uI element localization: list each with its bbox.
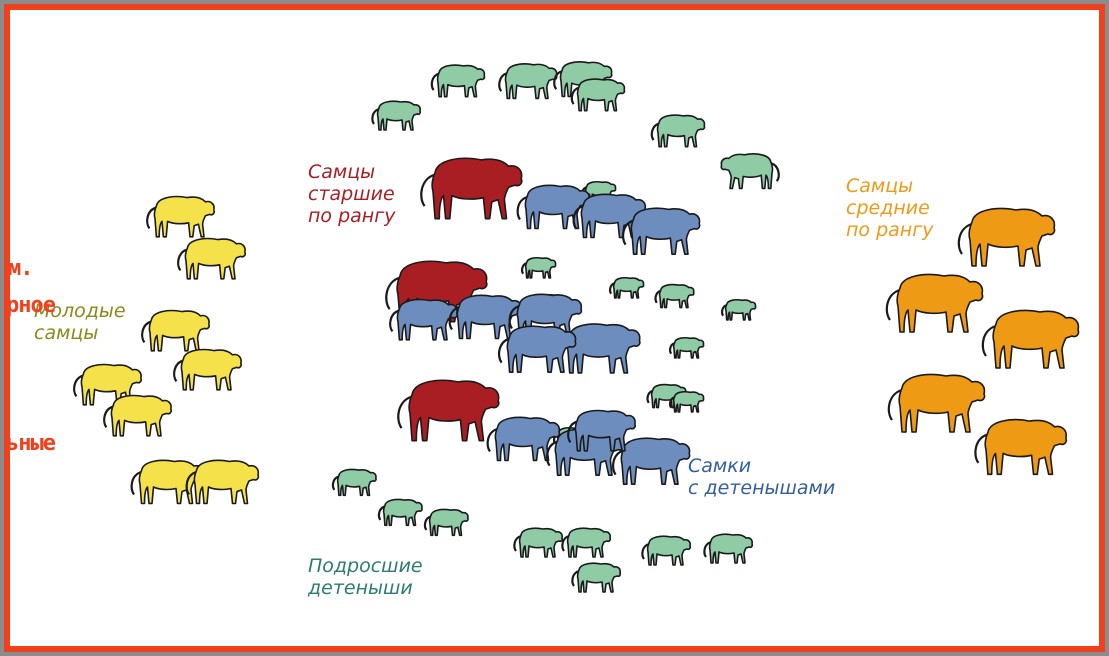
juveniles-baboon-icon: [423, 508, 469, 537]
young-males-baboon-icon: [177, 237, 246, 280]
females-baboon-icon: [567, 409, 636, 452]
juveniles-baboon-icon: [720, 153, 780, 190]
females-baboon-icon: [621, 207, 701, 256]
females-baboon-icon: [497, 325, 577, 374]
middle-males-baboon-icon: [957, 207, 1056, 267]
juveniles-baboon-icon: [520, 256, 557, 279]
females-baboon-icon: [516, 184, 591, 230]
juveniles-baboon-icon: [720, 298, 757, 321]
juveniles-baboon-icon: [654, 283, 695, 309]
juveniles-baboon-icon: [703, 533, 754, 564]
juveniles-baboon-icon: [570, 78, 626, 112]
dominant-males-baboon-icon: [420, 157, 523, 220]
juveniles-baboon-icon: [513, 527, 564, 558]
middle-males-baboon-icon: [887, 373, 986, 433]
label-dominant-males: Самцы старшие по рангу: [308, 161, 396, 227]
juveniles-baboon-icon: [377, 498, 423, 527]
overlay-text-line2: рное: [6, 293, 56, 318]
juveniles-baboon-icon: [430, 64, 486, 98]
middle-males-baboon-icon: [885, 273, 984, 333]
middle-males-baboon-icon: [974, 418, 1068, 476]
young-males-baboon-icon: [73, 363, 142, 406]
juveniles-baboon-icon: [371, 100, 422, 131]
juveniles-baboon-icon: [498, 63, 558, 100]
juveniles-baboon-icon: [641, 535, 692, 566]
juveniles-baboon-icon: [331, 468, 377, 497]
females-baboon-icon: [611, 437, 691, 486]
juveniles-baboon-icon: [571, 562, 622, 593]
females-baboon-icon: [557, 323, 641, 374]
dominant-males-baboon-icon: [397, 379, 500, 442]
overlay-text-line3: ьные: [6, 431, 56, 456]
slide-frame: Самцы старшие по рангу Самцы средние по …: [4, 4, 1105, 652]
middle-males-baboon-icon: [981, 309, 1080, 369]
juveniles-baboon-icon: [561, 527, 612, 558]
juveniles-baboon-icon: [650, 114, 706, 148]
young-males-baboon-icon: [141, 309, 210, 352]
juveniles-baboon-icon: [668, 390, 705, 413]
females-baboon-icon: [389, 298, 458, 341]
label-juveniles: Подросшие детеныши: [308, 555, 423, 599]
juveniles-baboon-icon: [608, 276, 645, 299]
young-males-baboon-icon: [146, 195, 215, 238]
baboon-troop-diagram: [73, 61, 1080, 593]
females-baboon-icon: [486, 416, 561, 462]
young-males-baboon-icon: [130, 459, 205, 505]
young-males-baboon-icon: [185, 459, 260, 505]
label-middle-males: Самцы средние по рангу: [846, 175, 934, 241]
overlay-text-line1: м.: [8, 256, 33, 281]
young-males-baboon-icon: [173, 348, 242, 391]
young-males-baboon-icon: [103, 394, 172, 437]
label-females: Самки с детенышами: [688, 455, 836, 499]
juveniles-baboon-icon: [668, 336, 705, 359]
label-young-males: Молодые самцы: [34, 300, 126, 344]
